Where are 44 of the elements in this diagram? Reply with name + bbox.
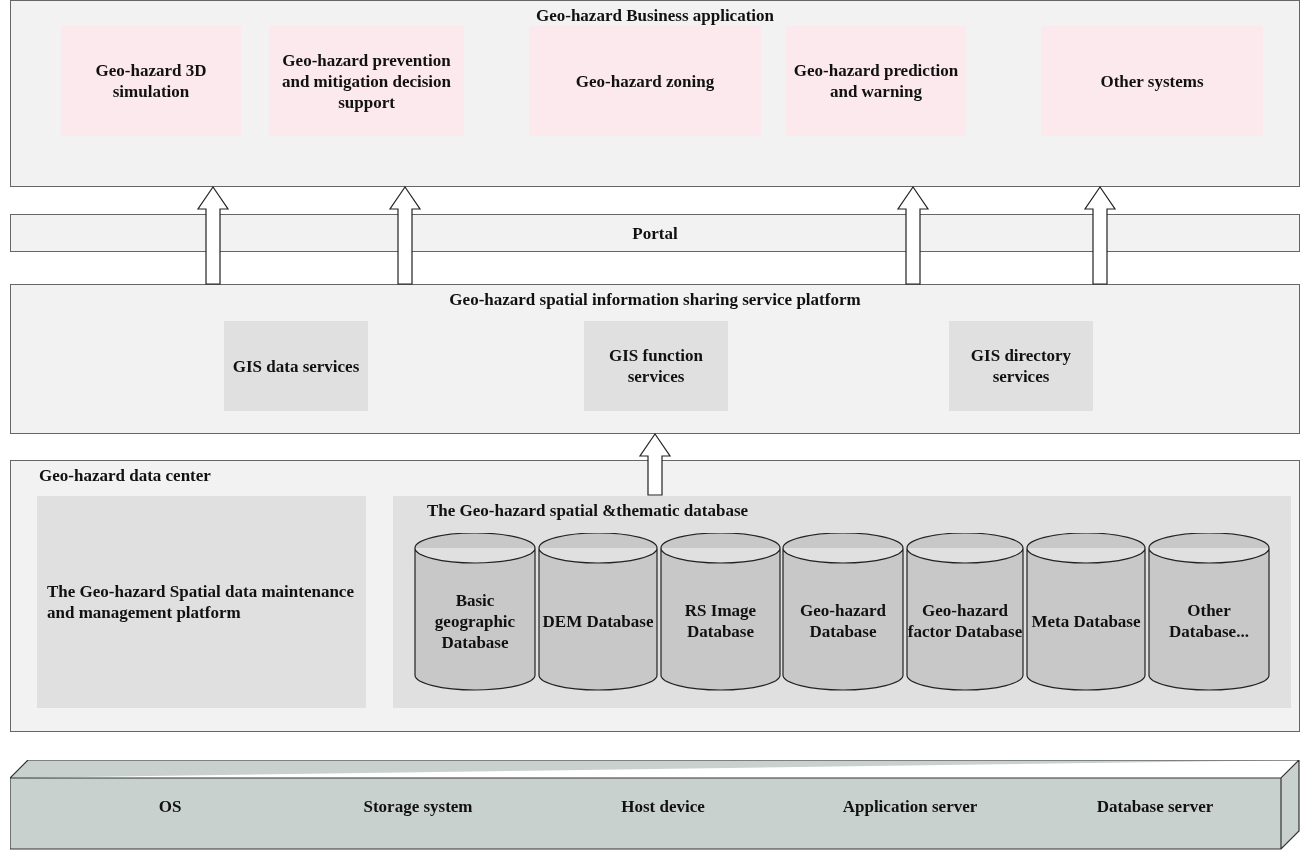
system-label: Other systems — [1099, 70, 1205, 92]
database-cylinder — [906, 533, 1024, 691]
database-label: Basic geographic Database — [433, 589, 517, 653]
layer-panel — [10, 0, 1300, 187]
database-label: Meta Database — [1031, 610, 1141, 632]
block-arrow — [638, 432, 672, 496]
block-arrow — [896, 185, 930, 285]
database-cylinder — [414, 533, 536, 691]
block-arrow — [196, 185, 230, 285]
database-cylinder — [538, 533, 658, 691]
portal-label: Portal — [631, 222, 679, 244]
system-label: Geo-hazard 3D simulation — [94, 60, 208, 102]
block-arrow — [1083, 185, 1117, 285]
database-label: Geo-hazard factor Database — [906, 600, 1024, 642]
block-arrow — [388, 185, 422, 285]
layer-panel — [10, 284, 1300, 434]
layer-title: Geo-hazard Business application — [534, 5, 775, 26]
group-title: The Geo-hazard spatial &thematic database — [427, 500, 749, 521]
database-label: Geo-hazard Database — [799, 600, 887, 642]
layer-title: Geo-hazard data center — [39, 465, 211, 486]
layer-title: Geo-hazard spatial information sharing service platform — [448, 289, 862, 310]
infrastructure-label: Database server — [1095, 796, 1215, 817]
database-group — [393, 496, 1291, 708]
service-label: The Geo-hazard Spatial data maintenance and management platform — [46, 581, 355, 623]
layer-panel — [10, 460, 1300, 732]
database-cylinder — [660, 533, 781, 691]
system-label: Geo-hazard zoning — [574, 70, 716, 92]
database-cylinder — [1148, 533, 1270, 691]
database-cylinder — [1026, 533, 1146, 691]
service-label: GIS directory services — [969, 345, 1073, 387]
database-cylinder — [782, 533, 904, 691]
database-label: Other Database... — [1168, 600, 1250, 642]
infrastructure-slab — [10, 760, 1300, 850]
infrastructure-label: OS — [157, 796, 183, 817]
infrastructure-label: Storage system — [362, 796, 474, 817]
system-label: Geo-hazard prevention and mitigation decision support — [280, 49, 453, 113]
database-label: DEM Database — [542, 610, 654, 632]
database-label: RS Image Database — [683, 600, 758, 642]
system-label: Geo-hazard prediction and warning — [792, 60, 960, 102]
service-label: GIS data services — [231, 355, 361, 377]
infrastructure-label: Application server — [841, 796, 979, 817]
service-label: GIS function services — [608, 345, 704, 387]
infrastructure-label: Host device — [620, 796, 706, 817]
portal-bar — [10, 214, 1300, 252]
